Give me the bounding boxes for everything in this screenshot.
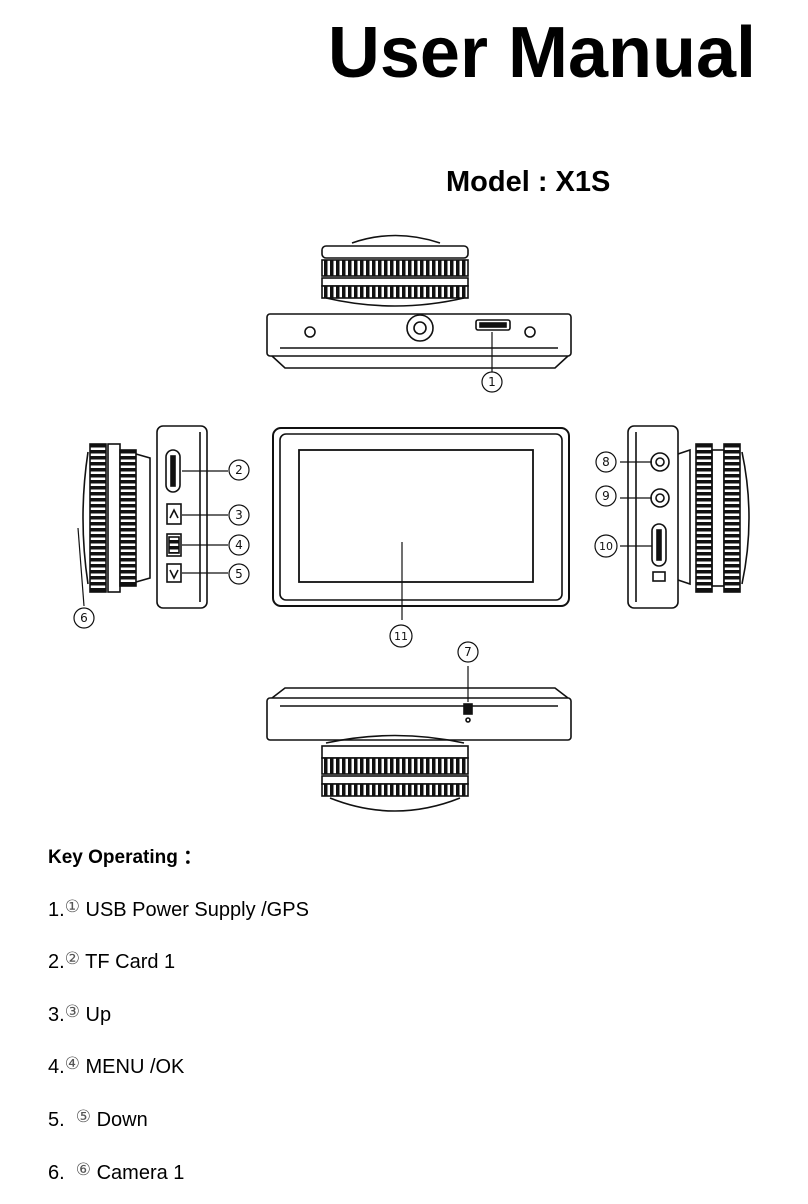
callout-7: 7 — [464, 645, 472, 659]
key-circle-number: ⑤ — [75, 1107, 92, 1127]
key-number: 2. — [48, 951, 65, 973]
callout-markers — [73, 371, 618, 663]
key-label: Up — [79, 1004, 112, 1026]
key-circle-number: ② — [64, 949, 80, 969]
key-item: 5. ⑤ Down — [48, 1107, 148, 1132]
key-item: 1.① USB Power Supply /GPS — [48, 897, 309, 922]
callout-3: 3 — [235, 508, 243, 522]
key-number: 1. — [48, 899, 65, 921]
key-label: USB Power Supply /GPS — [79, 899, 309, 921]
model-label: Model : X1S — [446, 166, 611, 198]
key-label: Camera 1 — [91, 1162, 185, 1184]
key-number: 6. — [48, 1162, 76, 1184]
key-label: MENU /OK — [79, 1056, 185, 1078]
top-view — [266, 234, 572, 372]
callout-6: 6 — [80, 611, 88, 625]
key-number: 5. — [48, 1109, 76, 1131]
right-side-view — [620, 425, 750, 609]
callout-11: 11 — [394, 630, 408, 643]
key-item: 4.④ MENU /OK — [48, 1054, 184, 1079]
key-label: Down — [91, 1109, 148, 1131]
callout-9: 9 — [602, 489, 610, 503]
key-circle-number: ① — [64, 897, 80, 917]
key-operating-heading: Key Operating ： — [48, 847, 203, 868]
key-circle-number: ④ — [64, 1054, 80, 1074]
callout-2: 2 — [235, 463, 243, 477]
front-screen-view — [272, 427, 570, 620]
callout-1: 1 — [488, 375, 496, 389]
key-number: 3. — [48, 1004, 65, 1026]
callout-5: 5 — [235, 567, 243, 581]
callout-4: 4 — [235, 538, 243, 552]
key-item: 6. ⑥ Camera 1 — [48, 1160, 184, 1185]
key-circle-number: ⑥ — [75, 1160, 92, 1180]
callout-8: 8 — [602, 455, 610, 469]
key-label: TF Card 1 — [79, 951, 176, 973]
key-item: 3.③ Up — [48, 1002, 111, 1027]
page-title: User Manual — [327, 13, 756, 93]
bottom-view — [266, 666, 572, 812]
callout-10: 10 — [599, 540, 613, 553]
key-item: 2.② TF Card 1 — [48, 949, 175, 974]
key-number: 4. — [48, 1056, 65, 1078]
device-diagram: 1 2 3 4 5 6 7 8 9 10 11 — [73, 234, 750, 812]
left-side-view — [77, 425, 228, 609]
key-circle-number: ③ — [64, 1002, 80, 1022]
